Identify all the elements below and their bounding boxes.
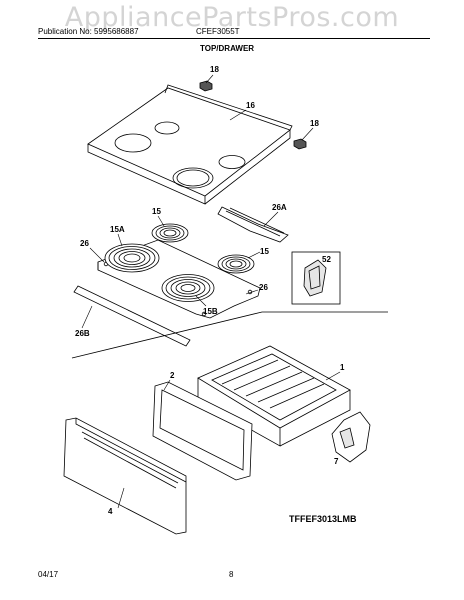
section-title: TOP/DRAWER <box>200 44 255 53</box>
surface-element-small-right <box>217 254 255 274</box>
footer-date: 04/17 <box>38 570 59 579</box>
surface-element-small-top <box>151 223 189 243</box>
cooktop-part <box>87 84 293 205</box>
callout-2: 2 <box>170 371 175 380</box>
leader-lines <box>81 74 341 509</box>
callout-26B: 26B <box>75 329 90 338</box>
callout-4: 4 <box>108 507 113 516</box>
model-number: CFEF3055T <box>196 27 240 36</box>
surface-element-large-left <box>104 243 160 273</box>
clip-part-right <box>293 138 307 150</box>
callout-18-top: 18 <box>210 65 219 74</box>
drawer-divider-line <box>71 311 388 359</box>
drawer-front-part <box>63 417 187 535</box>
callout-26A: 26A <box>272 203 287 212</box>
surface-element-large-center <box>161 274 215 302</box>
callout-7: 7 <box>334 457 339 466</box>
watermark: AppliancePartsPros.com <box>64 2 400 33</box>
callout-18-right: 18 <box>310 119 319 128</box>
header-rule <box>38 38 430 39</box>
callout-15-right: 15 <box>260 247 269 256</box>
callout-15A: 15A <box>110 225 125 234</box>
terminal-block-part <box>217 206 289 243</box>
clip-part-left <box>199 80 213 92</box>
callout-16: 16 <box>246 101 255 110</box>
drawing-code: TFFEF3013LMB <box>289 514 357 524</box>
heat-shield-strip-part <box>73 285 191 347</box>
callout-26-right: 26 <box>259 283 268 292</box>
callout-15B: 15B <box>203 307 218 316</box>
drawer-body-part <box>197 345 351 447</box>
callout-labels: 18 16 18 26A 15 15A 26 15 52 26 15B 26B … <box>75 65 345 516</box>
inset-box-7 <box>331 411 371 463</box>
callout-26-left: 26 <box>80 239 89 248</box>
callout-15-top: 15 <box>152 207 161 216</box>
callout-1: 1 <box>340 363 345 372</box>
drawer-panel-part <box>152 381 253 481</box>
page-number: 8 <box>229 570 234 579</box>
publication-number: Publication No: 5995686887 <box>38 27 139 36</box>
callout-52: 52 <box>322 255 331 264</box>
inset-box-52 <box>291 251 341 305</box>
